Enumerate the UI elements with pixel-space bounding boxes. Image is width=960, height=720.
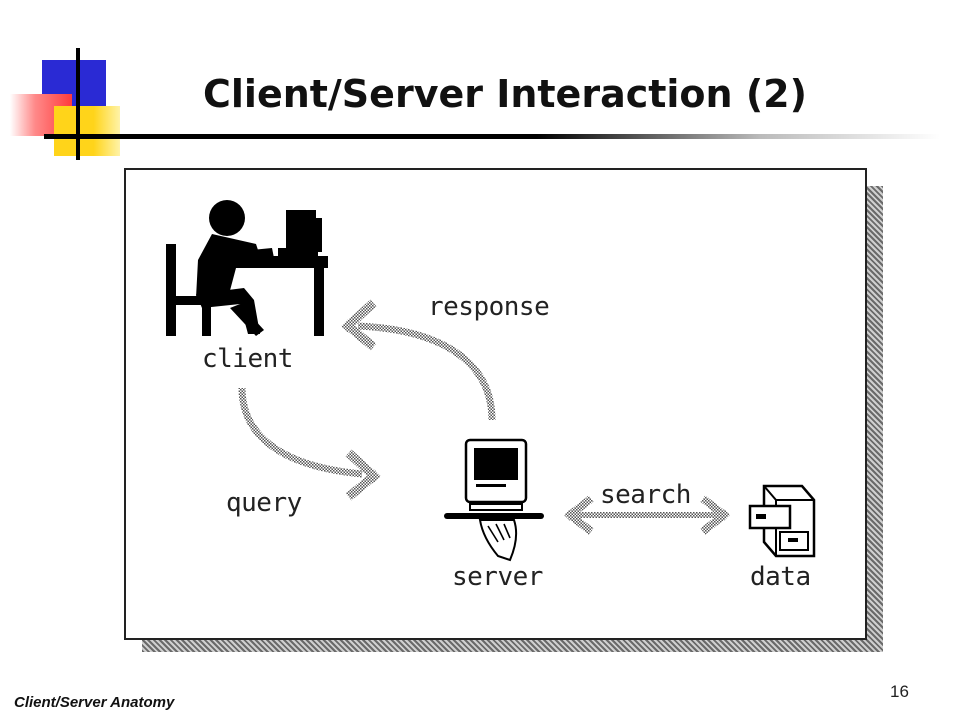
filing-cabinet-icon [748, 484, 816, 558]
server-label: server [452, 562, 543, 592]
response-label: response [428, 292, 550, 322]
client-label: client [202, 344, 293, 374]
logo-yellow-square [54, 106, 120, 156]
title-underline [44, 134, 940, 139]
server-computer-icon [444, 438, 544, 562]
slide-footer: Client/Server Anatomy [14, 694, 175, 711]
slide-logo [0, 0, 130, 170]
query-label: query [226, 488, 302, 518]
response-arrow [341, 299, 496, 421]
search-arrow [564, 495, 730, 535]
query-arrow [238, 387, 381, 501]
slide-title: Client/Server Interaction (2) [203, 72, 807, 116]
diagram-frame: client response query search server data [124, 168, 867, 640]
diagram-canvas [166, 200, 816, 562]
logo-vertical-line [76, 48, 80, 160]
data-label: data [750, 562, 811, 592]
search-label: search [600, 480, 691, 510]
page-number: 16 [890, 682, 909, 701]
person-at-computer-icon [166, 200, 328, 336]
